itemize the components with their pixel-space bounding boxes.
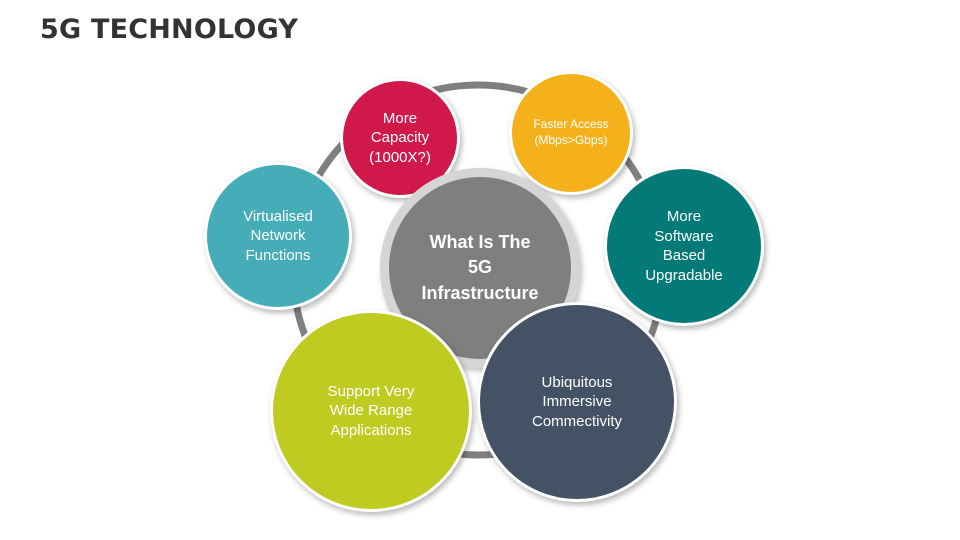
slide-title: 5G TECHNOLOGY	[40, 14, 299, 45]
node-ubiquitous-label: Ubiquitous Immersive Commectivity	[531, 373, 622, 430]
node-capacity-label: More Capacity (1000X?)	[369, 109, 431, 166]
node-software: More Software Based Upgradable	[604, 166, 764, 326]
node-faster-access-label: Faster Access (Mbps>Gbps)	[533, 117, 609, 147]
node-ubiquitous: Ubiquitous Immersive Commectivity	[477, 302, 677, 502]
center-hub-label: What Is The 5G Infrastructure	[421, 232, 539, 303]
node-wide-range-label: Support Very Wide Range Applications	[327, 382, 415, 439]
node-capacity: More Capacity (1000X?)	[340, 78, 460, 198]
node-wide-range: Support Very Wide Range Applications	[270, 310, 472, 512]
node-virtualised-label: Virtualised Network Functions	[243, 207, 313, 264]
node-faster-access: Faster Access (Mbps>Gbps)	[509, 71, 633, 195]
node-software-label: More Software Based Upgradable	[645, 208, 723, 284]
node-virtualised: Virtualised Network Functions	[204, 162, 352, 310]
